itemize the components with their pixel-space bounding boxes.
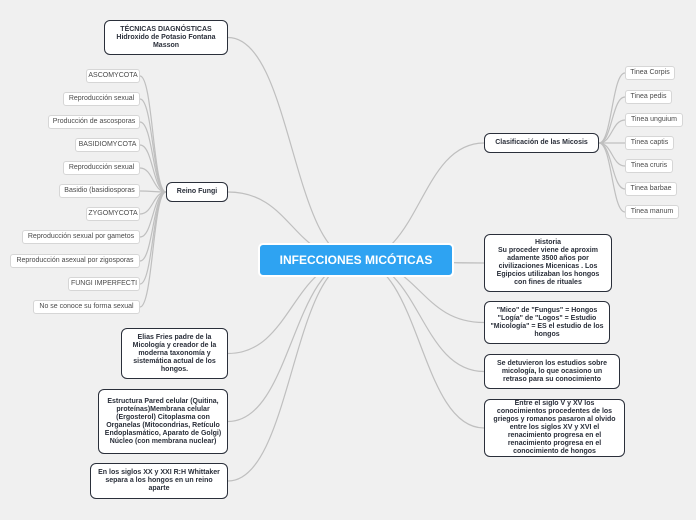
subtopic-tinea-corpis[interactable]: Tinea Corpis — [625, 66, 675, 80]
topic-estructura[interactable]: Estructura Pared celular (Quitina, prote… — [98, 389, 228, 454]
sublink-line — [598, 142, 626, 213]
topic-elias-fries[interactable]: Elias Fries padre de la Micología y crea… — [121, 328, 228, 379]
topic-siglos-v-xv[interactable]: Entre el siglo V y XV los conocimientos … — [484, 399, 625, 457]
subtopic-ascomycota[interactable]: ASCOMYCOTA — [86, 69, 140, 83]
link-line — [355, 259, 485, 429]
subtopic-zygomycota[interactable]: ZYGOMYCOTA — [86, 207, 140, 221]
sublink-line — [139, 144, 167, 193]
sublink-line — [139, 167, 167, 193]
link-line — [227, 259, 357, 423]
topic-tecnicas-diagnosticas[interactable]: TÉCNICAS DIAGNÓSTICAS Hidroxido de Potas… — [104, 20, 228, 55]
subtopic-tinea-cruris[interactable]: Tinea cruris — [625, 159, 673, 173]
sublink-line — [139, 191, 167, 308]
subtopic-tinea-captis[interactable]: Tinea captis — [625, 136, 674, 150]
sublink-line — [598, 142, 626, 190]
sublink-line — [139, 191, 167, 238]
subtopic-tinea-unguium[interactable]: Tinea unguium — [625, 113, 683, 127]
sublink-line — [139, 98, 167, 193]
sublink-line — [139, 191, 167, 285]
subtopic-reproduccion-gametos[interactable]: Reproducción sexual por gametos — [22, 230, 140, 244]
subtopic-fungi-imperfecti[interactable]: FUNGI IMPERFECTI — [68, 277, 140, 291]
subtopic-tinea-pedis[interactable]: Tinea pedis — [625, 90, 672, 104]
subtopic-basidiomycota[interactable]: BASIDIOMYCOTA — [75, 138, 140, 152]
sublink-line — [598, 96, 626, 144]
topic-siglos-xx-xxi[interactable]: En los siglos XX y XXI R:H Whittaker sep… — [90, 463, 228, 499]
topic-reino-fungi[interactable]: Reino Fungi — [166, 182, 228, 202]
sublink-line — [598, 142, 626, 167]
subtopic-reproduccion-sexual[interactable]: Reproducción sexual — [63, 161, 140, 175]
topic-clasificacion-micosis[interactable]: Clasificación de las Micosis — [484, 133, 599, 153]
topic-etimologia[interactable]: "Mico" de "Fungus" = Hongos "Logía" de "… — [484, 301, 610, 344]
subtopic-tinea-barbae[interactable]: Tinea barbae — [625, 182, 677, 196]
topic-historia[interactable]: Historia Su proceder viene de aproxim ad… — [484, 234, 612, 292]
topic-estudios-detenidos[interactable]: Se detuvieron los estudios sobre micolog… — [484, 354, 620, 389]
sublink-line — [139, 75, 167, 193]
subtopic-forma-sexual[interactable]: No se conoce su forma sexual — [33, 300, 140, 314]
subtopic-reproduccion-sexual[interactable]: Reproducción sexual — [63, 92, 140, 106]
subtopic-produccion-ascosporas[interactable]: Producción de ascosporas — [48, 115, 140, 129]
central-topic[interactable]: INFECCIONES MICÓTICAS — [258, 243, 454, 277]
subtopic-basidio[interactable]: Basidio (basidiosporas — [59, 184, 140, 198]
subtopic-tinea-manum[interactable]: Tinea manum — [625, 205, 679, 219]
link-line — [227, 259, 357, 482]
sublink-line — [598, 119, 626, 144]
subtopic-reproduccion-zigosporas[interactable]: Reproducción asexual por zigosporas — [10, 254, 140, 268]
